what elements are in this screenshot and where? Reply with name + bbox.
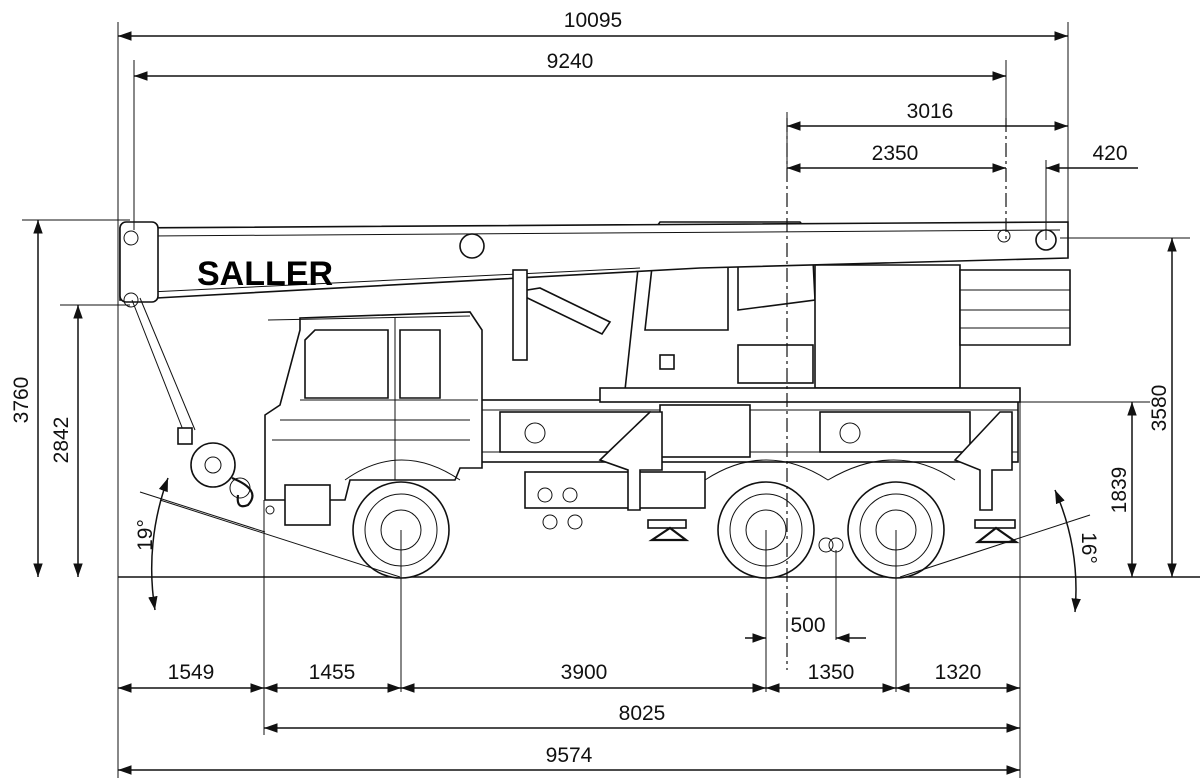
luffing-cylinder	[512, 287, 612, 336]
dim-cab-roof-height: 3580	[1148, 385, 1171, 432]
dimension-labels: 10095 9240 3016 2350 420 3760 2842 3580 …	[10, 9, 1171, 767]
angle-departure: 16°	[1077, 532, 1100, 564]
angle-approach: 19°	[134, 519, 157, 551]
dim-chassis-length: 8025	[619, 702, 666, 725]
dim-counterweight-overhang: 420	[1092, 142, 1127, 165]
counterweight	[959, 269, 1071, 346]
dim-deck-height: 1839	[1108, 467, 1131, 514]
dim-tandem-spacing: 1350	[808, 661, 855, 684]
crane-vehicle: SALLER	[119, 118, 1071, 670]
dim-total-length-ground: 9574	[546, 744, 593, 767]
dimension-lines	[22, 22, 1190, 778]
dim-overall-length: 10095	[564, 9, 622, 32]
brand-logo: SALLER	[197, 255, 333, 293]
dim-boom-pin-span: 9240	[547, 50, 594, 73]
cab-window-side	[399, 329, 441, 399]
rear-outrigger	[953, 411, 1013, 511]
dim-front-overhang: 1549	[168, 661, 215, 684]
dim-rear-overhang: 1320	[935, 661, 982, 684]
dim-wheelbase: 3900	[561, 661, 608, 684]
dim-boom-pin-height: 2842	[50, 417, 73, 464]
dim-slew-to-rear-pin: 2350	[872, 142, 919, 165]
dim-tandem-offset: 500	[790, 614, 825, 637]
front-outrigger	[598, 411, 663, 511]
hook-block	[190, 442, 236, 488]
cab-window-front	[304, 329, 389, 399]
front-bumper	[284, 484, 331, 526]
dim-overall-height: 3760	[10, 377, 33, 424]
dim-rear-overhang-from-slew: 3016	[907, 100, 954, 123]
dim-front-axle-from-bumper: 1455	[309, 661, 356, 684]
slewing-platform	[814, 264, 961, 389]
